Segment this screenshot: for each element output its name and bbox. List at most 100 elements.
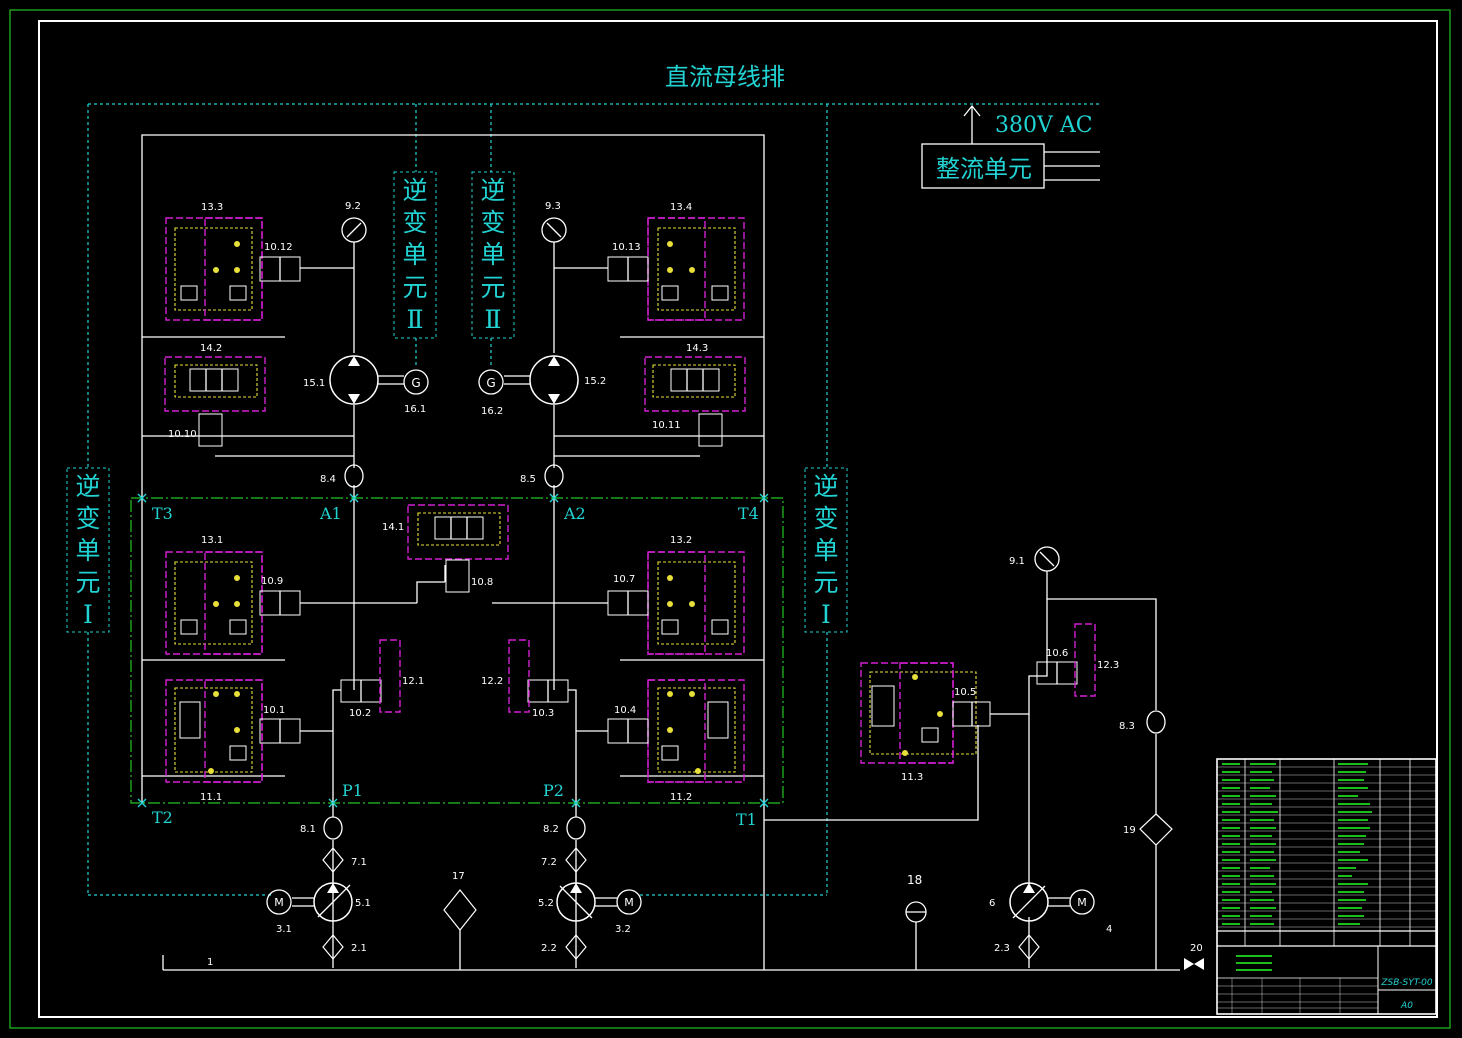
valve-block-13-2	[607, 551, 745, 655]
label: 16.2	[481, 406, 503, 417]
inverter-label-char: 元	[75, 567, 101, 597]
level-gauge-18	[905, 901, 927, 970]
label: 3.2	[615, 924, 631, 935]
inverter-label-char: 单	[402, 240, 428, 270]
valve-block-boundary	[130, 497, 784, 804]
label: 2.1	[351, 943, 367, 954]
main-piping	[141, 134, 1180, 971]
label: 14.3	[686, 343, 708, 354]
label: 10.2	[349, 708, 371, 719]
rectifier-label: 整流单元	[936, 155, 1032, 183]
inverter-label-char: 逆	[75, 471, 101, 501]
inverter-label-char: 单	[813, 535, 839, 565]
inverter-label-char: Ⅰ	[821, 599, 831, 629]
label: 7.1	[351, 857, 367, 868]
inverter-label-char: Ⅰ	[83, 599, 93, 629]
pump-6	[1009, 882, 1095, 922]
label: 10.10	[168, 429, 197, 440]
port-t3: T3	[152, 504, 173, 523]
label: 11.2	[670, 792, 692, 803]
label: 15.2	[584, 376, 606, 387]
label: 8.1	[300, 824, 316, 835]
label: 10.11	[652, 420, 681, 431]
valve-block-13-4	[607, 217, 745, 321]
check-valve-10-3	[508, 639, 569, 713]
pump-5-2	[556, 882, 642, 922]
port-t2: T2	[152, 808, 173, 827]
pressure-gauge-9-1	[1034, 546, 1060, 572]
valve-block-11-3	[860, 662, 991, 764]
inverter-label-char: 变	[75, 503, 101, 533]
label: 8.2	[543, 824, 559, 835]
label: 8.4	[320, 474, 336, 485]
label: 9.1	[1009, 556, 1025, 567]
port-a1: A1	[319, 504, 342, 523]
inverter-box-top-right	[471, 171, 515, 339]
drawing-number: ZSB-SYT-00	[1380, 978, 1433, 988]
inverter-box-left	[66, 467, 110, 633]
label: 5.2	[538, 898, 554, 909]
label: 10.9	[261, 576, 283, 587]
label: 15.1	[303, 378, 325, 389]
label: 19	[1123, 825, 1136, 836]
inverter-label-char: 逆	[480, 175, 506, 205]
label: 13.3	[201, 202, 223, 213]
sheet-size: A0	[1400, 1001, 1413, 1011]
inverter-label-char: Ⅱ	[484, 305, 502, 335]
motor-3-1-symbol: M	[274, 896, 284, 909]
label: 10.8	[471, 577, 493, 588]
title-block	[1216, 758, 1437, 1015]
label: 9.3	[545, 201, 561, 212]
inverter-label-char: 单	[480, 240, 506, 270]
inverter-label-char: 逆	[402, 175, 428, 205]
dc-bus-lines	[87, 103, 1100, 896]
label: 5.1	[355, 898, 371, 909]
label: 1	[207, 957, 213, 968]
label: 12.3	[1097, 660, 1119, 671]
label: 13.4	[670, 202, 692, 213]
motor-4-symbol: M	[1077, 896, 1087, 909]
pump-5-1	[266, 882, 353, 922]
label: 11.3	[901, 772, 923, 783]
inverter-label-char: 变	[402, 208, 428, 238]
supply-label: 380V AC	[995, 113, 1093, 138]
label: 2.3	[994, 943, 1010, 954]
check-valve-10-2	[340, 639, 401, 713]
label: 10.4	[614, 705, 636, 716]
inverter-label-char: 逆	[813, 471, 839, 501]
label: 10.12	[264, 242, 293, 253]
inverter-label-char: 变	[813, 503, 839, 533]
label: 9.2	[345, 201, 361, 212]
drain-valve-20	[1184, 958, 1194, 970]
dc-bus-title: 直流母线排	[665, 63, 785, 91]
label: 12.1	[402, 676, 424, 687]
label: 4	[1106, 924, 1112, 935]
label: 18	[907, 873, 922, 887]
label: 8.3	[1119, 721, 1135, 732]
port-markers	[137, 493, 769, 808]
port-t1: T1	[736, 810, 757, 829]
label: 10.5	[954, 687, 976, 698]
label: 14.2	[200, 343, 222, 354]
pressure-gauge-9-2	[341, 217, 367, 268]
hydraulic-motor-15-1	[329, 355, 429, 405]
port-t4: T4	[738, 504, 759, 523]
inner-frame	[38, 20, 1438, 1018]
label: 17	[452, 871, 465, 882]
hydraulic-motor-15-2	[478, 355, 579, 405]
outer-frame	[9, 9, 1451, 1029]
label: 10.7	[613, 574, 635, 585]
rectifier-unit	[921, 104, 1100, 189]
directional-valve-14-2	[164, 356, 266, 447]
generator-16-1-symbol: G	[411, 376, 420, 390]
component-labels: 13.3 13.4 13.1 13.2 10.12 10.13 10.9 10.…	[168, 201, 1203, 968]
label: 6	[989, 898, 995, 909]
label: 8.5	[520, 474, 536, 485]
check-valve-10-6	[1036, 623, 1096, 697]
label: 10.6	[1046, 648, 1068, 659]
